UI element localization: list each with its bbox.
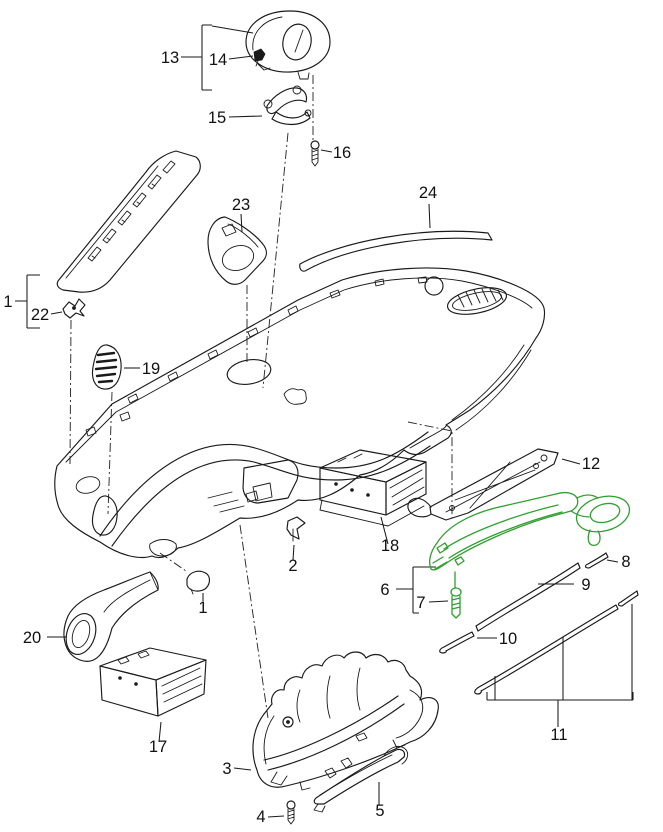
callout-18[interactable]: 18 xyxy=(381,537,399,555)
part-11-rod-drawing xyxy=(474,590,639,695)
leader-11-bracket xyxy=(486,604,634,727)
leader-3 xyxy=(233,767,252,771)
callout-24[interactable]: 24 xyxy=(419,184,437,202)
leader-23 xyxy=(240,213,243,233)
leader-1-bracket xyxy=(15,274,40,329)
callout-13[interactable]: 13 xyxy=(161,49,179,67)
leader-13-bracket xyxy=(181,24,254,91)
part-16-screw-drawing xyxy=(310,140,320,167)
part-22-clip-drawing xyxy=(62,298,86,319)
callout-11[interactable]: 11 xyxy=(550,726,567,744)
part-18-center-vent-drawing xyxy=(319,449,427,527)
part-19-vent-grille-drawing xyxy=(91,344,122,390)
part-23-side-trim-drawing xyxy=(207,216,268,285)
part-8-rod-drawing xyxy=(584,552,609,569)
callout-22[interactable]: 22 xyxy=(31,306,49,324)
callout-19[interactable]: 19 xyxy=(142,360,160,378)
part-20-air-duct-drawing xyxy=(63,571,159,662)
leader-6-bracket xyxy=(396,566,436,614)
callout-15[interactable]: 15 xyxy=(208,109,226,127)
leader-14 xyxy=(228,55,254,60)
leader-22 xyxy=(50,311,63,315)
leader-2 xyxy=(292,544,295,561)
callout-10[interactable]: 10 xyxy=(499,630,517,648)
part-1-defroster-strip-drawing xyxy=(56,150,201,293)
leader-4 xyxy=(267,815,285,818)
callout-6[interactable]: 6 xyxy=(380,581,389,599)
construction-line-bracket15-dash xyxy=(262,132,289,389)
leader-18 xyxy=(380,516,389,545)
callout-5[interactable]: 5 xyxy=(375,802,384,820)
callout-8[interactable]: 8 xyxy=(621,553,630,571)
callout-1-strip[interactable]: 1 xyxy=(3,293,12,311)
part-3-cluster-housing-drawing xyxy=(252,651,439,791)
callout-12[interactable]: 12 xyxy=(582,455,600,473)
leader-15 xyxy=(228,115,263,118)
construction-line-dash-trim6 xyxy=(407,421,453,518)
leader-8 xyxy=(606,559,619,563)
part-1-cap-drawing xyxy=(186,570,211,595)
callout-9[interactable]: 9 xyxy=(581,576,590,594)
instrument-panel-body-drawing xyxy=(54,267,546,559)
part-24-trim-strip-drawing xyxy=(299,230,493,272)
part-6-grab-handle-trim-highlighted[interactable] xyxy=(429,491,634,619)
callout-14[interactable]: 14 xyxy=(209,51,227,69)
part-4-screw-drawing xyxy=(286,800,296,825)
callout-17[interactable]: 17 xyxy=(149,738,167,756)
callout-20[interactable]: 20 xyxy=(23,629,41,647)
part-10-rod-drawing xyxy=(439,631,475,654)
part-15-bracket-drawing xyxy=(263,85,312,126)
construction-line-clip22-dash xyxy=(69,319,72,465)
construction-lines xyxy=(69,75,453,719)
part-5-lower-trim-drawing xyxy=(313,745,409,813)
leader-17 xyxy=(158,721,162,743)
leader-7 xyxy=(428,600,449,603)
part-13-instrument-pod-drawing xyxy=(245,10,331,80)
callout-3[interactable]: 3 xyxy=(222,760,231,778)
leader-12 xyxy=(561,458,581,465)
callout-2[interactable]: 2 xyxy=(288,557,297,575)
leader-16 xyxy=(320,149,333,153)
leader-lines xyxy=(15,24,634,818)
part-14-clip-drawing xyxy=(253,48,266,62)
callout-4[interactable]: 4 xyxy=(256,808,265,826)
part-17-vent-box-drawing xyxy=(99,647,207,717)
construction-line-vent19-dash xyxy=(107,391,113,515)
part-7-screw-highlighted[interactable] xyxy=(450,571,462,619)
part-2-clip-drawing xyxy=(286,516,306,542)
leader-24 xyxy=(428,203,431,229)
callout-7[interactable]: 7 xyxy=(416,594,425,612)
construction-line-dash-housing3 xyxy=(239,524,269,719)
callout-16[interactable]: 16 xyxy=(333,144,351,162)
part-12-support-bracket-drawing xyxy=(407,448,559,521)
part-9-rod-drawing xyxy=(475,562,581,632)
callout-23[interactable]: 23 xyxy=(232,196,250,214)
callout-1-cap[interactable]: 1 xyxy=(198,599,207,617)
